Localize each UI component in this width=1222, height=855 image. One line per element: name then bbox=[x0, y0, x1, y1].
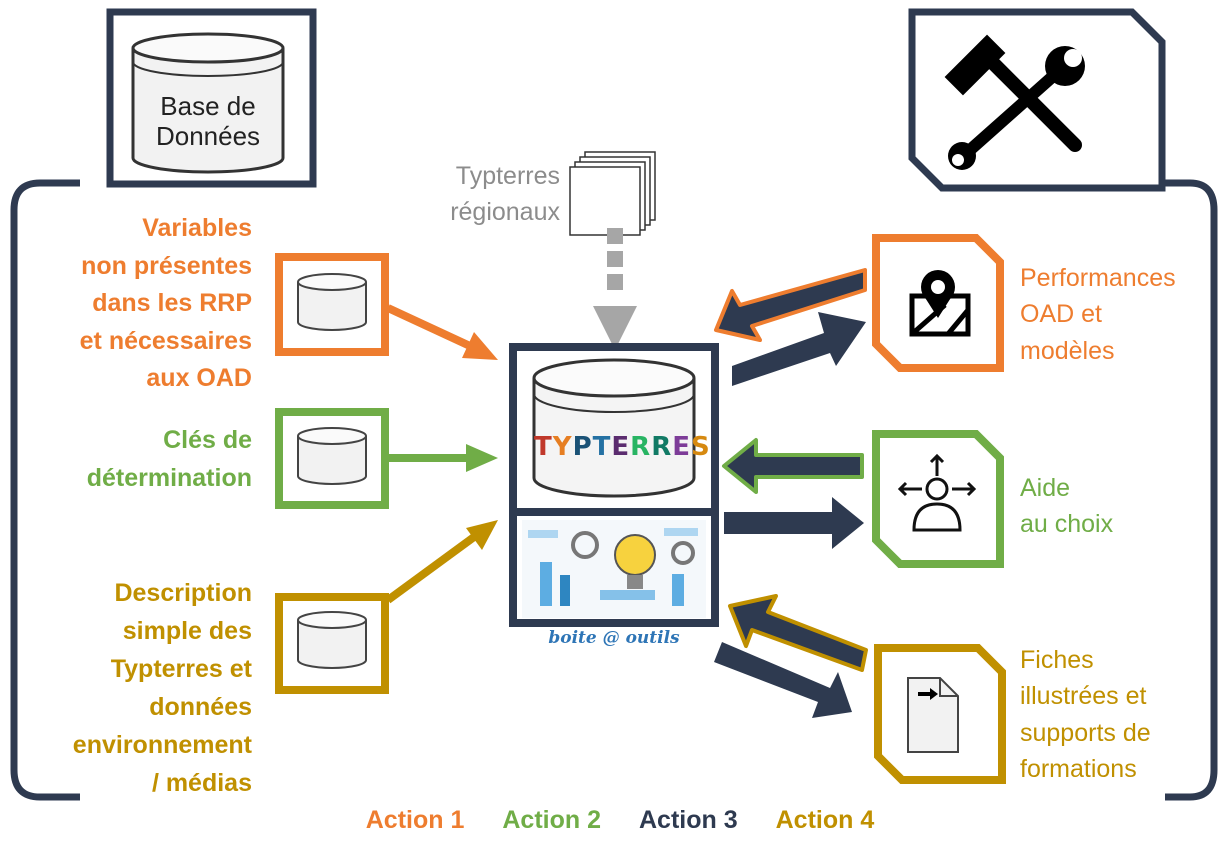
left-database-2 bbox=[275, 408, 389, 509]
arrow-action1-in bbox=[386, 304, 498, 360]
right-label-line: supports de bbox=[1020, 718, 1151, 747]
left-label-action4: Description simple des Typterres et donn… bbox=[20, 574, 252, 802]
right-label-line: Aide bbox=[1020, 474, 1071, 502]
right-label-aide: Aide au choix bbox=[1020, 470, 1215, 543]
left-label-line: données bbox=[149, 693, 252, 721]
left-label-line: environnement bbox=[72, 731, 252, 759]
right-box-3 bbox=[874, 644, 1006, 784]
arrow-performances-in bbox=[714, 268, 867, 342]
logo-letter: E bbox=[672, 432, 691, 462]
logo-letter: S bbox=[690, 432, 711, 462]
left-label-line: Clés de bbox=[163, 426, 252, 454]
logo-letter: P bbox=[572, 432, 593, 462]
arrow-performances-out bbox=[732, 312, 866, 386]
left-label-line: et nécessaires bbox=[79, 326, 252, 355]
left-label-line: / médias bbox=[151, 769, 252, 797]
right-label-line: au choix bbox=[1020, 510, 1114, 539]
database-label-line1: Base de bbox=[160, 91, 256, 121]
arrow-aide-out bbox=[724, 497, 864, 549]
left-label-action2: Clés de détermination bbox=[20, 422, 252, 497]
legend: Action 1 Action 2 Action 3 Action 4 bbox=[330, 806, 910, 835]
toolbox-illustration bbox=[522, 520, 706, 618]
left-label-line: Description bbox=[114, 579, 252, 607]
toolbox-caption: boite @ outils bbox=[548, 628, 680, 648]
left-label-line: simple des bbox=[122, 617, 252, 645]
left-label-line: détermination bbox=[86, 463, 252, 492]
right-label-line: Fiches bbox=[1020, 646, 1094, 674]
left-database-1 bbox=[275, 253, 389, 356]
arrow-action2-in bbox=[388, 444, 498, 472]
arrow-fiches-out bbox=[714, 642, 852, 718]
database-cylinder-icon bbox=[131, 32, 285, 174]
document-icon bbox=[907, 677, 959, 753]
legend-action2: Action 2 bbox=[502, 806, 601, 834]
right-bracket bbox=[1165, 179, 1218, 801]
person-choice-icon bbox=[897, 453, 977, 532]
right-label-fiches: Fiches illustrées et supports de formati… bbox=[1020, 642, 1215, 787]
typterres-cylinder-icon bbox=[532, 358, 696, 498]
left-label-line: Variables bbox=[142, 214, 252, 242]
right-label-line: formations bbox=[1020, 754, 1137, 783]
right-box-1 bbox=[872, 234, 1004, 372]
arrow-fiches-in bbox=[728, 594, 868, 672]
regional-arrow bbox=[593, 228, 637, 350]
typterres-logo: TYPTERRES bbox=[534, 432, 710, 462]
logo-letter: R bbox=[630, 432, 652, 462]
right-box-2 bbox=[872, 430, 1004, 568]
left-label-line: Typterres et bbox=[110, 655, 252, 683]
regional-label-line2: régionaux bbox=[450, 198, 560, 227]
right-label-line: Performances bbox=[1020, 264, 1176, 292]
logo-letter: R bbox=[651, 432, 673, 462]
stacked-pages-icon bbox=[569, 151, 656, 236]
left-database-3 bbox=[275, 593, 389, 694]
logo-letter: T bbox=[592, 432, 612, 462]
regional-label: Typterres régionaux bbox=[410, 158, 560, 231]
legend-action1: Action 1 bbox=[365, 806, 465, 834]
left-bracket bbox=[10, 179, 80, 801]
left-label-action1: Variables non présentes dans les RRP et … bbox=[20, 210, 252, 398]
regional-label-line1: Typterres bbox=[455, 162, 560, 190]
arrow-aide-in bbox=[722, 438, 864, 494]
left-label-line: dans les RRP bbox=[92, 289, 252, 317]
right-label-line: illustrées et bbox=[1020, 682, 1147, 711]
left-label-line: aux OAD bbox=[146, 364, 252, 392]
right-label-line: modèles bbox=[1020, 336, 1115, 365]
arrow-action4-in bbox=[385, 520, 498, 604]
logo-letter: T bbox=[534, 432, 553, 462]
legend-action4: Action 4 bbox=[775, 806, 875, 834]
database-label: Base de Données bbox=[133, 91, 283, 152]
map-pin-icon bbox=[909, 270, 971, 337]
right-label-line: OAD et bbox=[1020, 300, 1102, 329]
legend-action3: Action 3 bbox=[639, 806, 738, 834]
left-label-line: non présentes bbox=[81, 251, 252, 280]
database-label-line2: Données bbox=[155, 120, 261, 151]
logo-letter: Y bbox=[552, 432, 573, 462]
wrench-hammer-icon bbox=[944, 34, 1085, 170]
logo-letter: E bbox=[611, 432, 631, 462]
right-label-performances: Performances OAD et modèles bbox=[1020, 260, 1215, 369]
